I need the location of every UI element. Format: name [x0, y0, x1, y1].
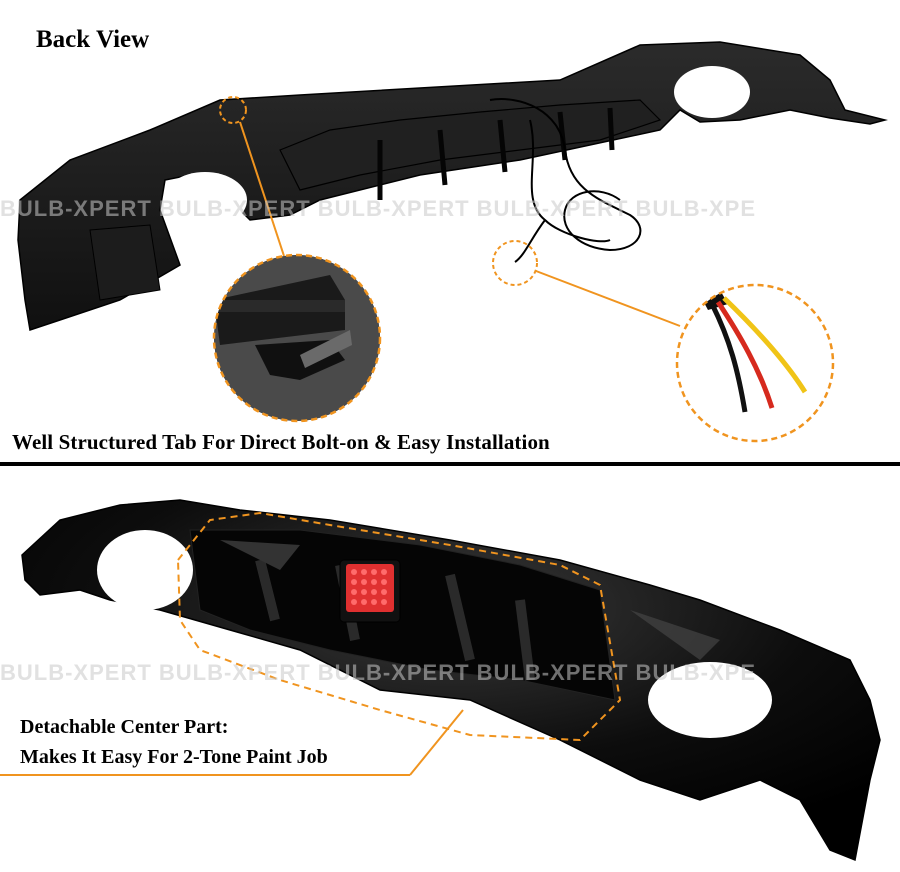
zoom-circle-wires	[675, 283, 835, 443]
zoom-marker-tab	[219, 96, 285, 257]
tab-caption: Well Structured Tab For Direct Bolt-on &…	[12, 430, 550, 454]
section-divider	[0, 462, 900, 466]
watermark-bottom: BULB-XPERT BULB-XPERT BULB-XPERT BULB-XP…	[0, 660, 756, 685]
diffuser-back-view	[17, 41, 888, 331]
diffuser-front-view	[21, 499, 881, 862]
center-part-caption-line1: Detachable Center Part:	[20, 716, 229, 738]
center-part-outline	[176, 511, 622, 742]
zoom-marker-wires	[492, 240, 681, 327]
led-brake-light	[339, 559, 401, 623]
caption-underline	[0, 774, 410, 776]
center-part-caption-line2: Makes It Easy For 2-Tone Paint Job	[20, 746, 328, 768]
zoom-circle-tab	[212, 253, 382, 423]
center-part-caption: Detachable Center Part: Makes It Easy Fo…	[20, 712, 328, 772]
back-view-title: Back View	[36, 26, 150, 53]
watermark-top: BULB-XPERT BULB-XPERT BULB-XPERT BULB-XP…	[0, 196, 756, 221]
center-part-pointer	[409, 709, 464, 776]
